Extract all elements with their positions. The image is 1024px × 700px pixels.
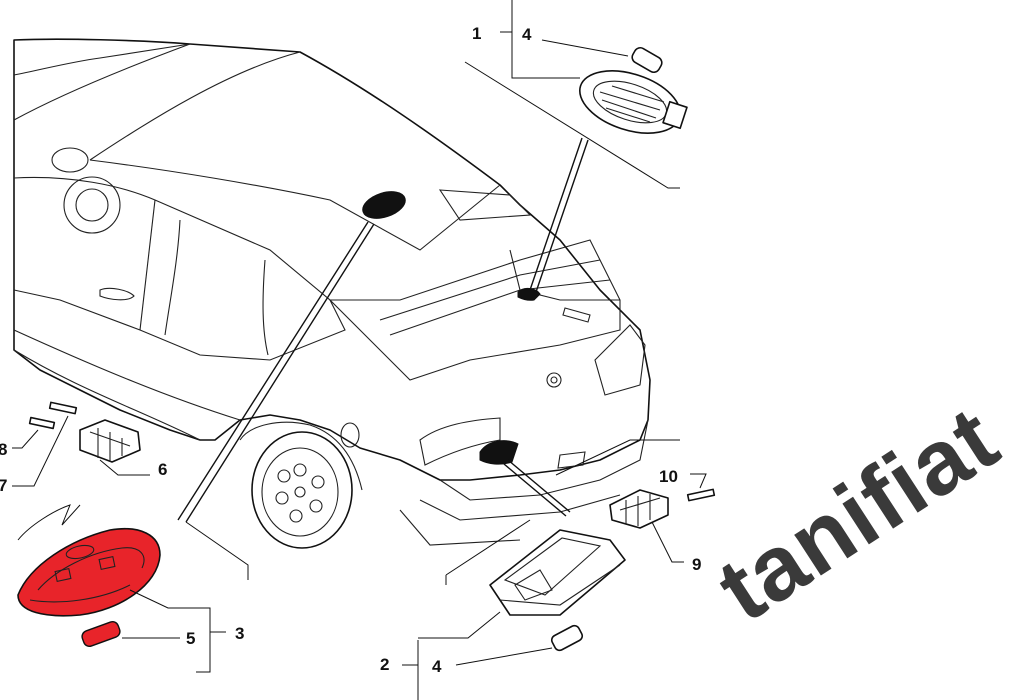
plate-lamp <box>489 529 626 616</box>
car-illustration <box>13 38 651 549</box>
terminal-8 <box>28 416 56 430</box>
callout-4-top: 4 <box>522 25 532 44</box>
bulb-red <box>81 620 121 648</box>
interior-lamp-assembly <box>500 0 688 134</box>
trunk-lamp-location <box>517 287 541 301</box>
callout-6: 6 <box>158 460 167 479</box>
callout-9: 9 <box>692 555 701 574</box>
bulb-bottom <box>550 624 584 652</box>
callout-1: 1 <box>472 24 481 43</box>
callout-labels: 1 4 8 7 6 10 9 5 3 2 4 <box>0 24 701 676</box>
bulb-top <box>631 46 663 74</box>
roof-lamp-highlighted <box>17 528 161 617</box>
callout-3: 3 <box>235 624 244 643</box>
callout-10: 10 <box>659 467 678 486</box>
connector-left-assembly <box>12 401 150 487</box>
plate-lamp-assembly <box>402 529 626 700</box>
callout-4-bottom: 4 <box>432 657 442 676</box>
callout-7: 7 <box>0 476 7 495</box>
roof-lamp-assembly <box>17 504 226 673</box>
callout-5: 5 <box>186 629 195 648</box>
terminal-7 <box>48 401 78 415</box>
roof-lamp-location <box>362 191 406 219</box>
callout-8: 8 <box>0 440 7 459</box>
car-roof <box>13 38 651 481</box>
callout-2: 2 <box>380 655 389 674</box>
leader-lines <box>177 61 680 585</box>
terminal-10 <box>686 488 716 502</box>
plate-lamp-location <box>479 440 519 465</box>
connector-right-assembly <box>609 473 716 563</box>
rear-wheel <box>251 431 353 549</box>
